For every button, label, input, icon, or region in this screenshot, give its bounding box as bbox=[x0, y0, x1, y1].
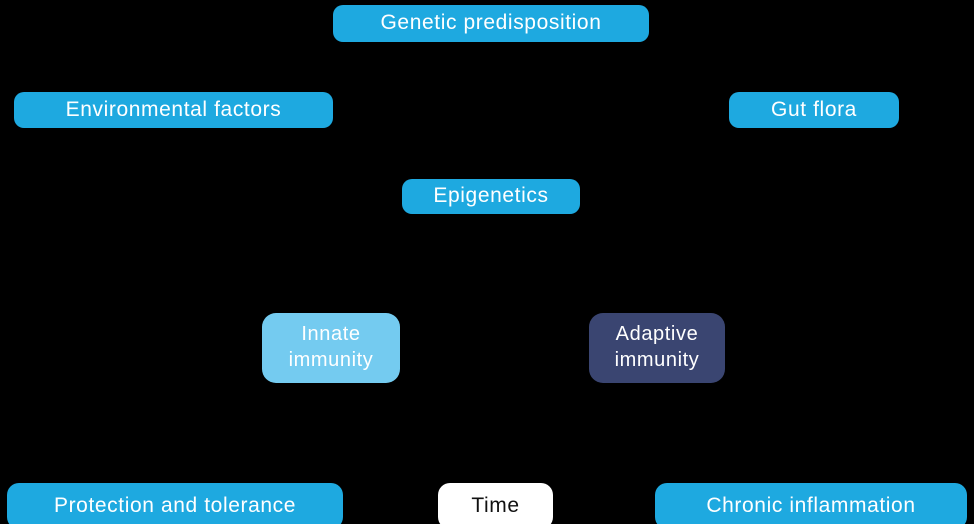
node-epigenetics: Epigenetics bbox=[402, 179, 580, 214]
node-environmental-factors: Environmental factors bbox=[14, 92, 333, 128]
node-gut-flora: Gut flora bbox=[729, 92, 899, 128]
node-innate-immunity: Innate immunity bbox=[262, 313, 400, 383]
node-genetic-predisposition: Genetic predisposition bbox=[333, 5, 649, 42]
node-protection-and-tolerance: Protection and tolerance bbox=[7, 483, 343, 524]
node-time-axis-label: Time bbox=[438, 483, 553, 524]
node-adaptive-immunity: Adaptive immunity bbox=[589, 313, 725, 383]
node-chronic-inflammation: Chronic inflammation bbox=[655, 483, 967, 524]
